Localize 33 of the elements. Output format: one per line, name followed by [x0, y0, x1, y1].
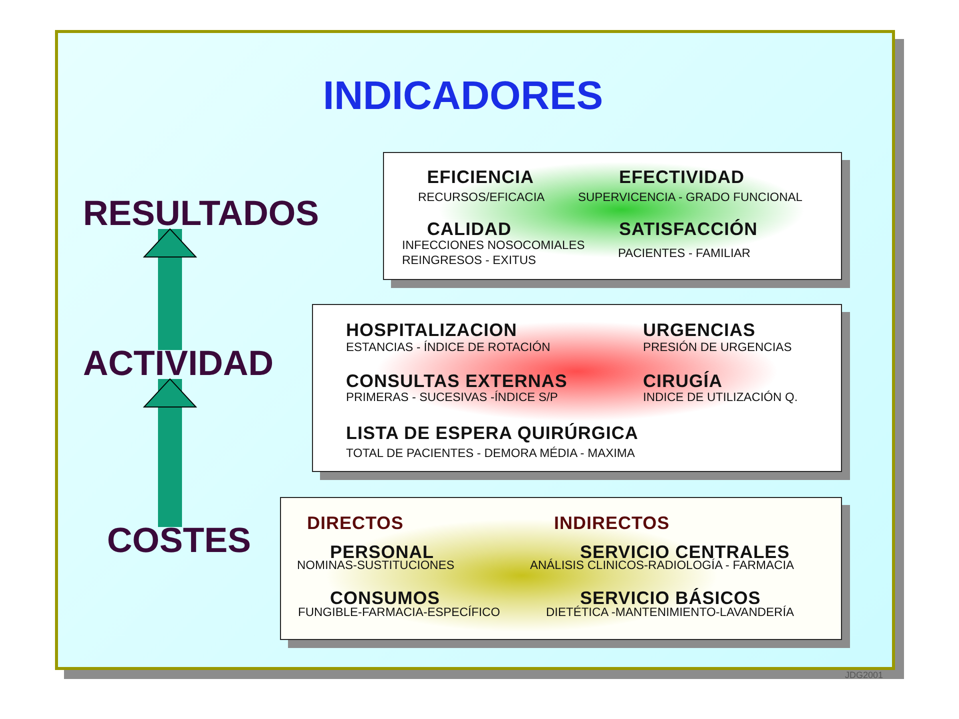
indicator-heading: LISTA DE ESPERA QUIRÚRGICA — [346, 424, 638, 442]
indicator-detail: FUNGIBLE-FARMACIA-ESPECÍFICO — [298, 606, 500, 618]
indicator-heading: CONSULTAS EXTERNAS — [346, 372, 568, 390]
indicator-detail: DIETÉTICA -MANTENIMIENTO-LAVANDERÍA — [546, 606, 794, 618]
indicator-heading: CONSUMOS — [330, 589, 440, 607]
up-arrow — [144, 378, 196, 527]
indicator-detail: PRIMERAS - SUCESIVAS -ÍNDICE S/P — [346, 391, 558, 403]
indicator-detail: SUPERVICENCIA - GRADO FUNCIONAL — [578, 191, 802, 203]
indicator-heading: CIRUGÍA — [643, 372, 722, 390]
indicator-detail: PRESIÓN DE URGENCIAS — [643, 341, 792, 353]
level-label: RESULTADOS — [83, 196, 319, 231]
indicator-detail: ESTANCIAS - ÍNDICE DE ROTACIÓN — [346, 341, 550, 353]
up-arrow — [144, 228, 196, 350]
slide-title: INDICADORES — [322, 76, 604, 116]
indicator-heading: PERSONAL — [330, 543, 434, 561]
indicator-detail: PACIENTES - FAMILIAR — [618, 247, 750, 259]
indicator-detail: ANÁLISIS CLINICOS-RADIOLOGÍA - FARMACIA — [530, 559, 794, 571]
category-heading: INDIRECTOS — [554, 514, 670, 532]
indicator-heading: URGENCIAS — [643, 321, 756, 339]
indicator-heading: EFECTIVIDAD — [619, 168, 745, 186]
level-label: ACTIVIDAD — [83, 346, 274, 381]
indicator-heading: EFICIENCIA — [427, 168, 534, 186]
category-heading: DIRECTOS — [307, 514, 404, 532]
indicator-heading: SATISFACCIÓN — [619, 220, 758, 238]
indicator-heading: HOSPITALIZACION — [346, 321, 518, 339]
indicator-heading: CALIDAD — [427, 220, 512, 238]
indicator-detail: TOTAL DE PACIENTES - DEMORA MÉDIA - MAXIMA — [346, 447, 635, 459]
level-label: COSTES — [107, 523, 251, 558]
indicator-heading: SERVICIO BÁSICOS — [580, 589, 761, 607]
indicator-detail: INFECCIONES NOSOCOMIALES REINGRESOS - EXITUS — [402, 238, 586, 268]
indicator-detail: RECURSOS/EFICACIA — [418, 191, 545, 203]
indicator-detail: INDICE DE UTILIZACIÓN Q. — [643, 391, 798, 403]
indicator-detail: NOMINAS-SUSTITUCIONES — [297, 559, 454, 571]
